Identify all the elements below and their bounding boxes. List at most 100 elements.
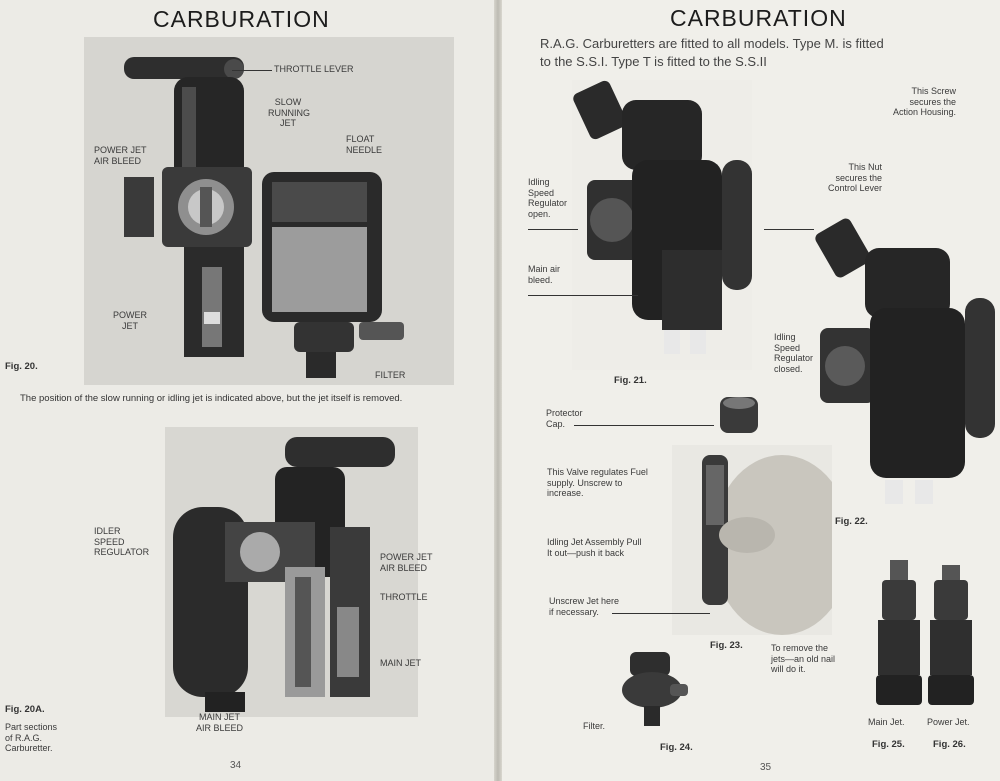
fig21-photo [572, 80, 752, 370]
desc-line: Carburetter. [5, 743, 53, 753]
label-line: Protector [546, 408, 583, 418]
label-power-jet-fig20: POWER JET [113, 310, 147, 331]
pointer-throttle-lever [232, 70, 272, 71]
intro-text: R.A.G. Carburetters are fitted to all mo… [540, 35, 884, 71]
desc-line: Part sections [5, 722, 58, 732]
label-line: POWER JET [94, 145, 147, 155]
label-line: Unscrew Jet here [549, 596, 620, 606]
label-line: JET [279, 118, 296, 128]
label-power-jet-air-bleed-fig20: POWER JET AIR BLEED [94, 145, 147, 166]
fig23-hand-with-jet-image [702, 455, 852, 635]
label-line: POWER [113, 310, 148, 320]
fig20-photo [84, 37, 454, 385]
label-this-nut: This Nut secures the Control Lever [764, 162, 882, 194]
main-and-power-jets-image [876, 560, 974, 705]
fig20-carburettor-image [84, 37, 454, 385]
label-line: This Screw [911, 86, 956, 96]
label-line: POWER JET [380, 552, 433, 562]
label-main-air-bleed: Main air bleed. [528, 264, 560, 285]
fig22-caption: Fig. 22. [835, 516, 868, 527]
fig25-caption: Fig. 25. [872, 739, 905, 750]
label-filter-fig24: Filter. [583, 721, 606, 731]
label-main-jet-fig25: Main Jet. [868, 717, 905, 727]
label-line: Action Housing. [892, 107, 956, 117]
label-line: SPEED [94, 536, 125, 547]
pointer-control-lever [764, 229, 814, 230]
pointer-idling-open [528, 229, 578, 230]
fig23-caption: Fig. 23. [710, 640, 743, 651]
fig20a-sectioned-carburettor-image [165, 427, 418, 717]
label-line: Idling [528, 177, 550, 187]
right-page-title: CARBURATION [670, 5, 847, 31]
label-valve: This Valve regulates Fuel supply. Unscre… [547, 467, 648, 499]
fig22-photo [815, 218, 997, 510]
label-line: secures the [909, 96, 956, 107]
label-line: This Valve regulates Fuel [547, 467, 648, 477]
fig20a-caption: Fig. 20A. [5, 704, 45, 715]
label-line: will do it. [771, 664, 806, 674]
fig20-caption: Fig. 20. [5, 361, 38, 372]
fig24-filter-image [622, 652, 688, 726]
label-line: To remove the [771, 643, 829, 653]
label-line: FLOAT [346, 134, 375, 144]
fig26-caption: Fig. 26. [933, 739, 966, 750]
label-main-jet-fig20a: MAIN JET [380, 658, 422, 668]
label-line: JET [122, 320, 139, 331]
label-throttle-fig20a: THROTTLE [380, 592, 428, 602]
label-remove-jets: To remove the jets—an old nail will do i… [771, 643, 835, 675]
label-line: Speed [528, 187, 555, 198]
label-line: IDLER [94, 526, 121, 536]
fig25-26-photo [870, 550, 990, 710]
fig21-caption: Fig. 21. [614, 375, 647, 386]
label-main-jet-air-bleed: MAIN JET AIR BLEED [196, 712, 243, 733]
left-page-title: CARBURATION [153, 6, 330, 32]
label-throttle-lever: THROTTLE LEVER [274, 64, 354, 74]
label-line: closed. [774, 363, 803, 374]
label-line: REGULATOR [94, 547, 150, 557]
fig20a-description: Part sections of R.A.G. Carburetter. [5, 722, 57, 754]
label-float-needle: FLOAT NEEDLE [346, 134, 382, 155]
label-line: open. [528, 208, 551, 219]
label-line: This Nut [848, 162, 882, 172]
fig21-carburettor-image [573, 80, 752, 354]
label-line: secures the [835, 172, 882, 183]
desc-line: of R.A.G. [5, 732, 43, 743]
label-idler-speed-regulator: IDLER SPEED REGULATOR [94, 526, 149, 558]
label-power-jet-air-bleed-fig20a: POWER JET AIR BLEED [380, 552, 433, 573]
label-power-jet-fig26: Power Jet. [927, 717, 970, 727]
left-page-number: 34 [230, 760, 242, 771]
fig20-note: The position of the slow running or idli… [20, 393, 403, 404]
label-idling-closed: Idling Speed Regulator closed. [774, 332, 813, 374]
label-line: Cap. [546, 418, 566, 429]
right-page-number: 35 [760, 762, 772, 773]
label-line: if necessary. [549, 606, 599, 617]
protector-cap-drawing [720, 397, 758, 433]
fig23-photo [672, 445, 852, 635]
label-idling-open: Idling Speed Regulator open. [528, 177, 567, 219]
label-line: Main air [528, 264, 561, 274]
label-line: Control Lever [827, 183, 882, 193]
book-gutter [494, 0, 502, 781]
fig22-carburettor-image [815, 218, 995, 504]
label-line: Regulator [528, 198, 568, 208]
label-line: Idling Jet Assembly Pull [547, 537, 642, 547]
label-protector-cap: Protector Cap. [546, 408, 583, 429]
intro-line: to the S.S.I. Type T is fitted to the S.… [540, 54, 767, 69]
pointer-unscrew-jet [612, 613, 710, 614]
label-line: It out—push it back [547, 547, 625, 558]
label-idling-jet-assembly: Idling Jet Assembly Pull It out—push it … [547, 537, 642, 558]
label-slow-running-jet: SLOW RUNNING JET [268, 97, 310, 129]
label-line: increase. [547, 488, 584, 498]
fig24-photo [620, 650, 690, 730]
label-line: AIR BLEED [380, 562, 428, 573]
intro-line: R.A.G. Carburetters are fitted to all mo… [540, 36, 884, 51]
label-line: bleed. [528, 274, 553, 285]
fig20a-photo [165, 427, 418, 717]
label-line: Idling [774, 332, 796, 342]
label-line: SLOW [274, 97, 302, 107]
label-filter-fig20: FILTER [375, 370, 406, 380]
label-line: AIR BLEED [196, 722, 244, 733]
label-line: jets—an old nail [771, 653, 836, 664]
fig24-caption: Fig. 24. [660, 742, 693, 753]
label-this-screw: This Screw secures the Action Housing. [870, 86, 956, 118]
